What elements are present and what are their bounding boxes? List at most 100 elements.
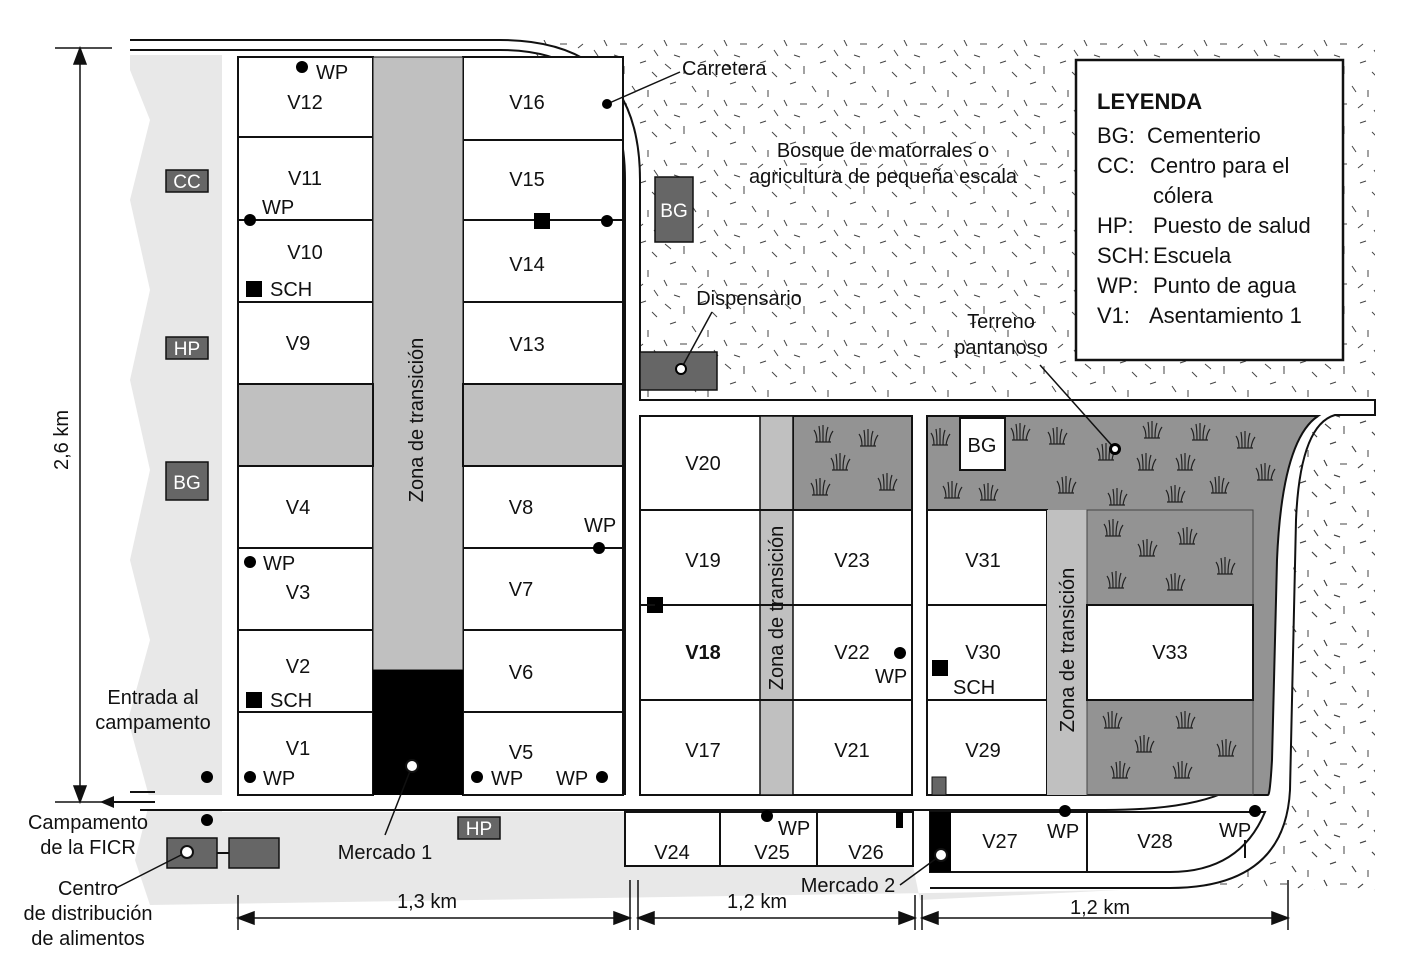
village-v33: V33 — [1152, 642, 1188, 664]
food-distribution-center — [228, 837, 280, 869]
sch-label: SCH — [270, 690, 312, 712]
west-sector — [237, 56, 624, 796]
cemetery-east — [959, 417, 1006, 471]
legend-key: HP: — [1097, 213, 1134, 238]
camp-ground — [128, 55, 1120, 905]
water-point-labels: WP WP WP WP WP WP WP WP WP WP WP — [262, 62, 1251, 843]
wp-label: WP — [263, 768, 295, 790]
village-v15: V15 — [509, 169, 545, 191]
village-v18: V18 — [685, 642, 721, 664]
facility-marker — [896, 812, 903, 828]
middle-sector — [639, 415, 913, 796]
village-v7: V7 — [509, 579, 533, 601]
legend-text: Escuela — [1153, 243, 1232, 268]
wp-label: WP — [263, 553, 295, 575]
village-labels: V12 V11 V10 V9 V4 V3 V2 V1 V16 V15 V14 V… — [286, 92, 1188, 864]
scale-width-label: 1,2 km — [1070, 897, 1130, 919]
leader-points — [180, 759, 948, 862]
legend-key: CC: — [1097, 153, 1135, 178]
wp-label: WP — [316, 62, 348, 84]
road-label: Carretera — [682, 58, 767, 80]
forest-label: agricultura de pequeña escala — [749, 166, 1018, 188]
health-post — [457, 816, 501, 840]
transition-zone-east — [1047, 510, 1087, 795]
wp-label: WP — [262, 197, 294, 219]
leaders — [115, 71, 1116, 889]
cholera-center-label: CC — [173, 172, 200, 193]
water-points — [201, 61, 1261, 826]
sch-label: SCH — [953, 677, 995, 699]
cemetery — [165, 461, 209, 501]
village-v17: V17 — [685, 740, 721, 762]
health-post — [165, 336, 209, 360]
cemetery-label: BG — [660, 201, 687, 222]
market-1-label: Mercado 1 — [338, 842, 433, 864]
transition-zone-label: Zona de transición — [406, 338, 428, 503]
village-v24: V24 — [654, 842, 690, 864]
village-v14: V14 — [509, 254, 545, 276]
village-v19: V19 — [685, 550, 721, 572]
transition-zone-label: Zona de transición — [1057, 568, 1079, 733]
cholera-center — [165, 169, 209, 193]
food-center-label: de distribución — [24, 903, 153, 925]
village-v10: V10 — [287, 242, 323, 264]
village-v28: V28 — [1137, 831, 1173, 853]
market-1 — [373, 670, 463, 795]
facility-marker — [931, 776, 947, 796]
ifrc-camp-label: de la FICR — [40, 837, 136, 859]
transition-zone-west — [372, 56, 464, 671]
village-v27: V27 — [982, 831, 1018, 853]
cemetery — [654, 176, 694, 243]
village-v31: V31 — [965, 550, 1001, 572]
legend-text: Puesto de salud — [1153, 213, 1311, 238]
schools — [246, 213, 948, 708]
scale-height-label: 2,6 km — [51, 410, 73, 470]
village-v25: V25 — [754, 842, 790, 864]
wp-label: WP — [875, 666, 907, 688]
village-v5: V5 — [509, 742, 533, 764]
legend-key: SCH: — [1097, 243, 1150, 268]
market-2 — [930, 812, 951, 872]
dispensary-label: Dispensario — [696, 288, 802, 310]
wp-label: WP — [491, 768, 523, 790]
wp-label: WP — [778, 818, 810, 840]
village-v2: V2 — [286, 656, 310, 678]
village-v16: V16 — [509, 92, 545, 114]
legend-text: Punto de agua — [1153, 273, 1297, 298]
wp-label: WP — [1047, 821, 1079, 843]
village-v1: V1 — [286, 738, 310, 760]
cemetery-label: BG — [968, 435, 997, 457]
legend: LEYENDA BG: Cementerio CC: Centro para e… — [1074, 58, 1345, 362]
food-center-label: Centro — [58, 878, 118, 900]
wp-label: WP — [556, 768, 588, 790]
village-v3: V3 — [286, 582, 310, 604]
open-space — [462, 383, 624, 467]
village-v8: V8 — [509, 497, 533, 519]
village-v12: V12 — [287, 92, 323, 114]
legend-title: LEYENDA — [1097, 89, 1202, 114]
cemetery-label: BG — [173, 473, 200, 494]
legend-text: cólera — [1153, 183, 1214, 208]
food-center-label: de alimentos — [31, 928, 144, 950]
open-space — [237, 383, 374, 467]
village-v29: V29 — [965, 740, 1001, 762]
legend-key: WP: — [1097, 273, 1139, 298]
legend-key: V1: — [1097, 303, 1130, 328]
camp-entrance-label: campamento — [95, 712, 211, 734]
swamp-label: Terreno — [967, 311, 1035, 333]
village-v6: V6 — [509, 662, 533, 684]
village-v20: V20 — [685, 453, 721, 475]
legend-text: Cementerio — [1147, 123, 1261, 148]
village-v26: V26 — [848, 842, 884, 864]
village-v9: V9 — [286, 333, 310, 355]
village-v23: V23 — [834, 550, 870, 572]
swamp-area — [792, 415, 913, 511]
health-post-label: HP — [466, 819, 492, 840]
sch-label: SCH — [270, 279, 312, 301]
east-sector: BG — [926, 415, 1322, 796]
village-v4: V4 — [286, 497, 310, 519]
scale-bars — [55, 45, 1291, 930]
village-v13: V13 — [509, 334, 545, 356]
scale-width-label: 1,3 km — [397, 891, 457, 913]
